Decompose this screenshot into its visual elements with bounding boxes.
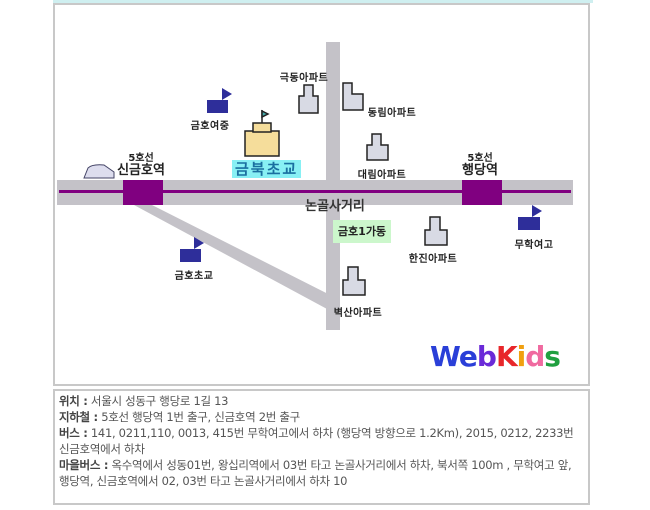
address-row: 위치 : 서울시 성동구 행당로 1길 13 (59, 393, 584, 409)
road-name-label: 논골사거리 (305, 199, 365, 214)
map-canvas (57, 42, 573, 330)
label-geukdong-apt: 극동아파트 (279, 73, 329, 84)
school-building-icon (244, 109, 280, 157)
directions-info: 위치 : 서울시 성동구 행당로 1길 13 지하철 : 5호선 행당역 1번 … (53, 389, 590, 505)
map-frame (53, 3, 590, 386)
subway-line (59, 190, 571, 193)
address-label: 위치 : (59, 394, 88, 408)
webkids-logo: WebKids (430, 340, 561, 373)
address-text: 서울시 성동구 행당로 1길 13 (87, 394, 229, 408)
station-line: 5호선 (128, 153, 154, 164)
label-geumho-elem: 금호초교 (174, 271, 214, 282)
district-label: 금호1가동 (333, 220, 391, 243)
train-icon (83, 164, 115, 179)
village-bus-row: 마을버스 : 옥수역에서 성동01번, 왕십리역에서 03번 타고 논골사거리에… (59, 457, 584, 489)
flags (180, 88, 542, 262)
bus-text: 141, 0211,110, 0013, 415번 무학여고에서 하차 (행당역… (59, 426, 574, 456)
station-label-haengdang: 5호선 행당역 (462, 153, 498, 177)
station-label-sinkeumho: 5호선 신금호역 (117, 153, 165, 177)
label-byeoksan-apt: 벽산아파트 (333, 308, 383, 319)
station-name: 행당역 (462, 163, 498, 178)
bus-label: 버스 : (59, 426, 88, 440)
apartment-icons (298, 82, 448, 296)
station-name: 신금호역 (117, 163, 165, 178)
label-donglim-apt: 동림아파트 (367, 108, 417, 119)
label-hanjin-apt: 한진아파트 (408, 254, 458, 265)
bus-row: 버스 : 141, 0211,110, 0013, 415번 무학여고에서 하차… (59, 425, 584, 457)
subway-row: 지하철 : 5호선 행당역 1번 출구, 신금호역 2번 출구 (59, 409, 584, 425)
diagonal-road (134, 205, 340, 316)
label-geumho-middle: 금호여중 (190, 121, 230, 132)
school-main-label: 금북초교 (232, 160, 302, 178)
village-bus-label: 마을버스 : (59, 458, 109, 472)
label-muhak-girls-high: 무학여고 (514, 240, 554, 251)
subway-label: 지하철 : (59, 410, 98, 424)
top-strip (53, 0, 593, 3)
subway-text: 5호선 행당역 1번 출구, 신금호역 2번 출구 (97, 410, 300, 424)
station-sinkeumho[interactable] (123, 180, 163, 205)
station-haengdang[interactable] (462, 180, 502, 205)
label-daelim-apt: 대림아파트 (357, 170, 407, 181)
village-bus-text: 옥수역에서 성동01번, 왕십리역에서 03번 타고 논골사거리에서 하차, 북… (59, 458, 572, 488)
station-line: 5호선 (467, 153, 493, 164)
